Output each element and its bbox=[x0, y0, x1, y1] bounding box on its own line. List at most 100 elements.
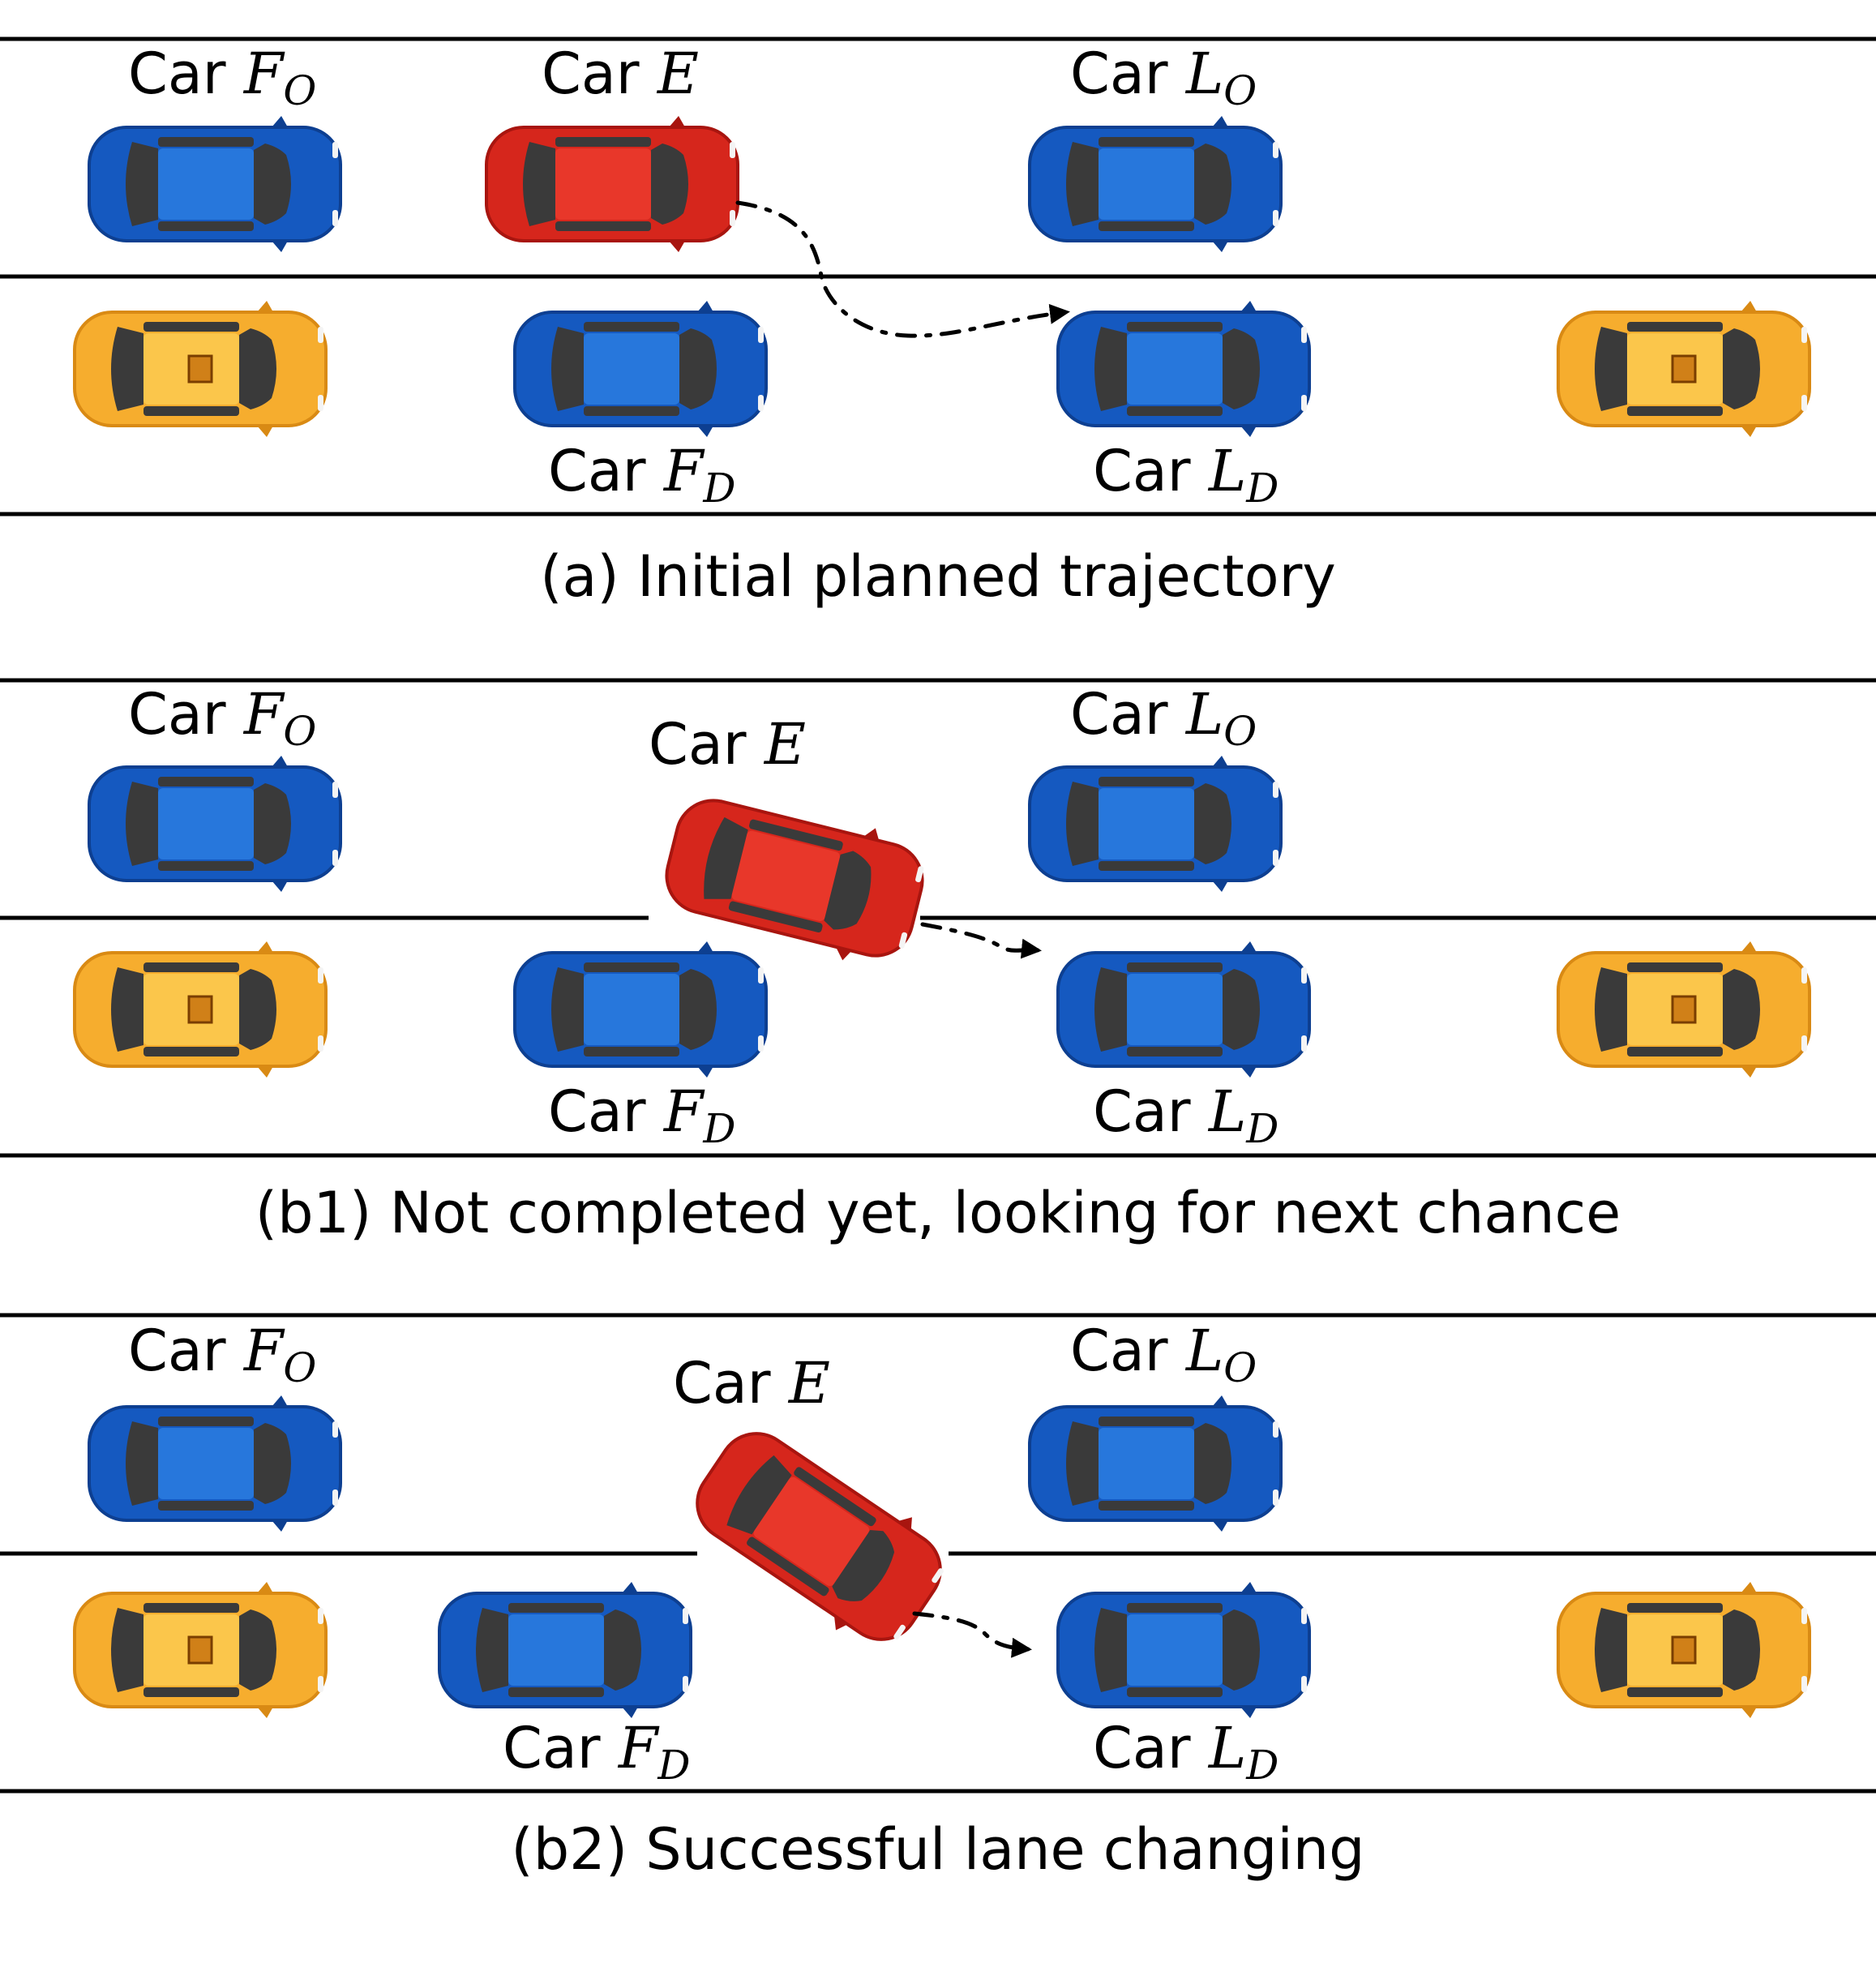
mirror-right bbox=[697, 1066, 713, 1078]
side-window-left bbox=[1099, 1417, 1194, 1426]
mirror-right bbox=[1240, 1707, 1257, 1718]
mirror-right bbox=[835, 946, 852, 961]
mirror-left bbox=[257, 301, 273, 312]
windshield bbox=[679, 969, 717, 1050]
windshield bbox=[239, 1609, 276, 1691]
car-label-follower-original: Car FO bbox=[128, 681, 316, 755]
mirror-left bbox=[1212, 1395, 1228, 1407]
car-roof bbox=[584, 333, 679, 405]
car-word: Car bbox=[128, 681, 244, 748]
panel-caption: (b1) Not completed yet, looking for next… bbox=[255, 1180, 1621, 1246]
car-roof bbox=[508, 1614, 604, 1686]
side-window-left bbox=[749, 819, 843, 851]
car-variable: F bbox=[662, 1078, 705, 1145]
mirror-left bbox=[257, 1582, 273, 1593]
windshield bbox=[1223, 328, 1260, 409]
mirror-left bbox=[272, 756, 288, 767]
car-subscript: D bbox=[1245, 1742, 1279, 1789]
taxi-sign bbox=[1671, 1635, 1697, 1665]
panel-caption: (b2) Successful lane changing bbox=[511, 1816, 1364, 1883]
side-window-left bbox=[1627, 962, 1723, 972]
side-window-right bbox=[1099, 1501, 1194, 1511]
headlight-right bbox=[758, 395, 764, 411]
headlight-right bbox=[332, 1489, 338, 1506]
windshield bbox=[679, 328, 717, 409]
rear-window bbox=[126, 142, 158, 226]
mirror-left bbox=[697, 301, 713, 312]
blue-car-icon bbox=[1056, 941, 1311, 1078]
mirror-right bbox=[833, 1615, 848, 1631]
car-label-ego: Car E bbox=[673, 1350, 830, 1417]
car-subscript: O bbox=[283, 67, 316, 114]
mirror-right bbox=[1240, 1066, 1257, 1078]
car-subscript: O bbox=[1223, 67, 1257, 114]
mirror-left bbox=[1741, 301, 1757, 312]
taxi-sign bbox=[187, 995, 213, 1024]
windshield bbox=[254, 783, 291, 864]
rear-window bbox=[1066, 142, 1099, 226]
windshield bbox=[832, 1530, 895, 1601]
rear-window bbox=[126, 782, 158, 866]
windshield bbox=[1723, 328, 1760, 409]
side-window-left bbox=[143, 322, 239, 332]
side-window-right bbox=[747, 1537, 829, 1597]
mirror-right bbox=[1212, 241, 1228, 252]
car-word: Car bbox=[503, 1715, 619, 1781]
headlight-right bbox=[318, 395, 323, 411]
blue-car-icon bbox=[1056, 1582, 1311, 1718]
mirror-right bbox=[257, 1066, 273, 1078]
side-window-left bbox=[143, 962, 239, 972]
headlight-left bbox=[1273, 142, 1279, 158]
headlight-left bbox=[1801, 1608, 1807, 1624]
car-label-leader-destination: Car LD bbox=[1093, 438, 1279, 512]
side-window-left bbox=[158, 137, 254, 147]
headlight-right bbox=[318, 1035, 323, 1052]
rear-window bbox=[1094, 967, 1127, 1052]
car-variable: L bbox=[1184, 1318, 1223, 1384]
rear-window bbox=[111, 1608, 143, 1692]
windshield bbox=[1723, 969, 1760, 1050]
rear-window bbox=[1094, 1608, 1127, 1692]
taxi-sign bbox=[187, 354, 213, 384]
side-window-left bbox=[508, 1603, 604, 1613]
side-window-left bbox=[1127, 1603, 1223, 1613]
car-roof bbox=[1099, 148, 1194, 220]
blue-car-icon bbox=[1028, 1395, 1283, 1532]
rear-window bbox=[476, 1608, 508, 1692]
car-subscript: D bbox=[657, 1742, 690, 1789]
headlight-right bbox=[893, 1624, 906, 1639]
headlight-right bbox=[683, 1676, 688, 1692]
headlight-left bbox=[1801, 327, 1807, 343]
rear-window bbox=[126, 1421, 158, 1506]
headlight-left bbox=[1301, 967, 1307, 984]
car-word: Car bbox=[1093, 1715, 1209, 1781]
car-variable: L bbox=[1207, 1715, 1246, 1781]
mirror-right bbox=[669, 241, 685, 252]
side-window-right bbox=[158, 861, 254, 871]
car-variable: F bbox=[242, 681, 285, 748]
headlight-left bbox=[1273, 1421, 1279, 1438]
headlight-left bbox=[683, 1608, 688, 1624]
red-car-icon bbox=[665, 799, 924, 961]
side-window-right bbox=[555, 221, 651, 231]
side-window-left bbox=[143, 1603, 239, 1613]
mirror-left bbox=[272, 1395, 288, 1407]
side-window-right bbox=[508, 1687, 604, 1697]
windshield bbox=[1223, 969, 1260, 1050]
mirror-left bbox=[863, 828, 880, 841]
planned-trajectory-arrow bbox=[912, 1611, 1032, 1658]
side-window-right bbox=[728, 901, 823, 933]
mirror-right bbox=[1212, 881, 1228, 892]
car-subscript: D bbox=[702, 1105, 735, 1152]
side-window-right bbox=[143, 1687, 239, 1697]
car-label-leader-original: Car LO bbox=[1070, 41, 1257, 114]
car-roof bbox=[753, 1477, 870, 1586]
mirror-left bbox=[1212, 116, 1228, 127]
rear-window bbox=[726, 1455, 792, 1535]
rear-window bbox=[1094, 327, 1127, 411]
headlight-right bbox=[730, 210, 735, 226]
side-window-right bbox=[1127, 1687, 1223, 1697]
car-subscript: O bbox=[283, 1344, 316, 1391]
taxi-icon bbox=[1557, 941, 1811, 1078]
